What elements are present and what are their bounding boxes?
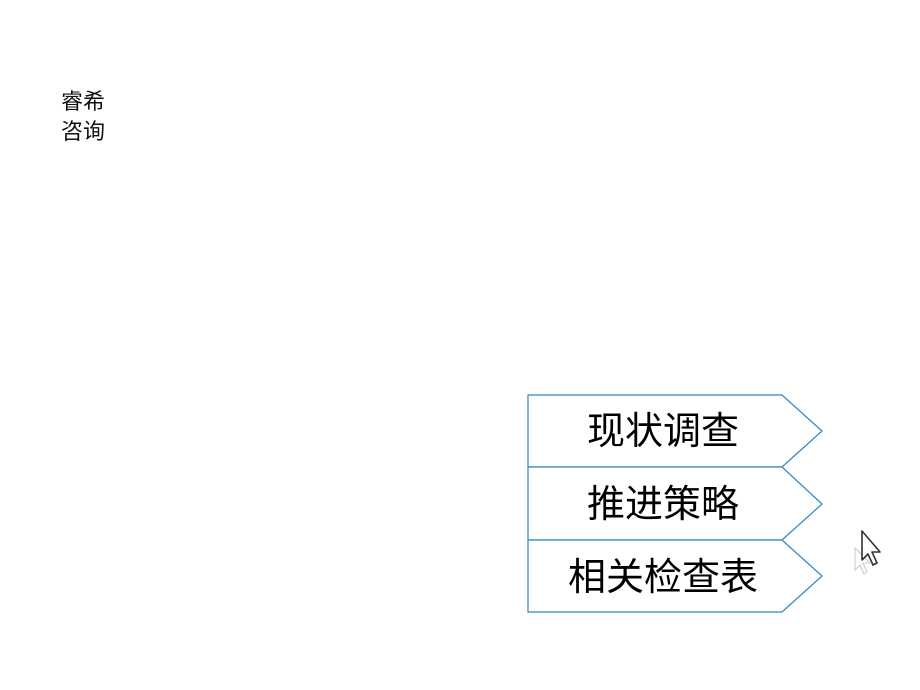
mouse-pointer-icon (852, 526, 886, 576)
brand-line-2: 咨询 (61, 120, 106, 145)
chevron-nav-outline (527, 394, 823, 613)
chevron-shape-1 (527, 394, 823, 468)
nav-item-label: 相关检查表 (567, 554, 758, 599)
nav-item-label: 现状调查 (586, 408, 739, 453)
brand-line-1: 睿希 (61, 90, 106, 115)
chevron-shape-3 (527, 539, 823, 613)
nav-item-checklists[interactable]: 相关检查表 (527, 540, 799, 613)
nav-item-promotion-strategy[interactable]: 推进策略 (527, 467, 799, 540)
nav-item-label: 推进策略 (586, 481, 739, 526)
nav-item-status-survey[interactable]: 现状调查 (527, 394, 799, 467)
chevron-shape-2 (527, 466, 823, 541)
brand-logo: 睿希 咨询 (61, 88, 121, 148)
chevron-nav: 现状调查 推进策略 相关检查表 (527, 394, 824, 613)
